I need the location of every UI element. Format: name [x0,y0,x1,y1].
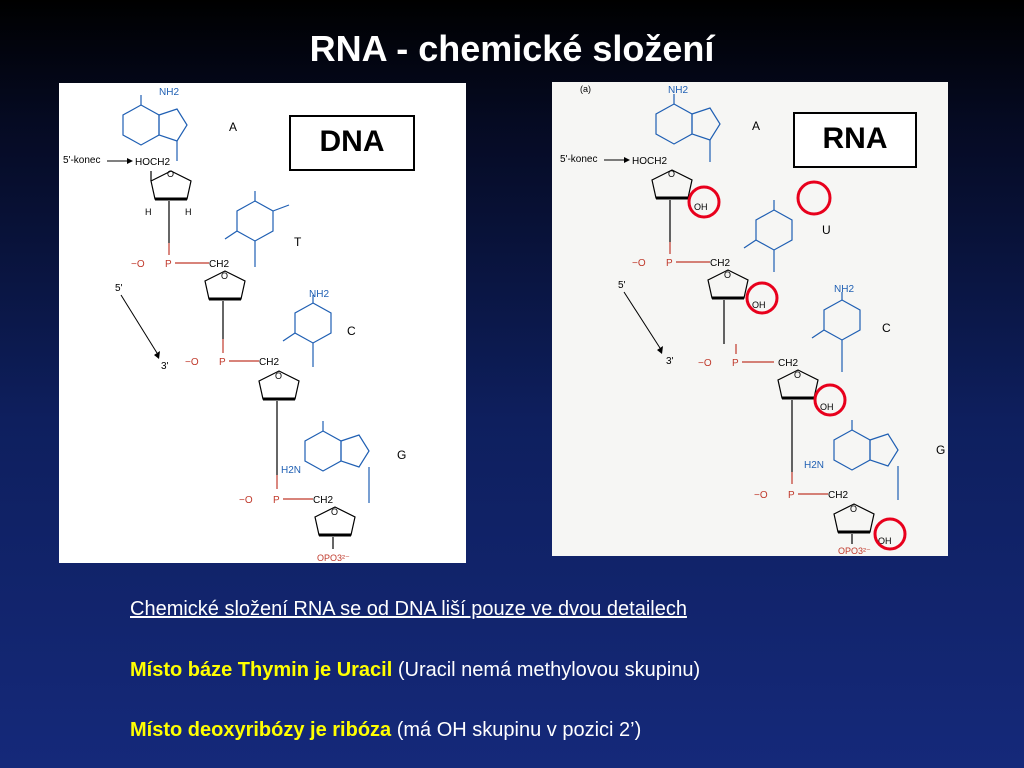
slide-title: RNA - chemické složení [309,28,715,69]
thymine-uracil-line: Místo báze Thymin je Uracil (Uracil nemá… [130,659,700,682]
svg-text:P: P [666,258,673,269]
svg-text:5': 5' [618,280,626,291]
svg-text:CH2: CH2 [778,358,798,369]
ribose-line: Místo deoxyribózy je ribóza (má OH skupi… [130,719,641,742]
svg-text:P: P [788,490,795,501]
ribose-sugar-4 [833,503,875,534]
svg-text:OH: OH [878,536,892,546]
thymine-base [224,191,290,242]
svg-text:CH2: CH2 [313,495,333,506]
svg-text:−O: −O [632,258,646,269]
phosphate-group-2: P −O [698,344,774,369]
svg-text:3': 3' [666,356,674,367]
svg-text:OH: OH [820,402,834,412]
svg-text:O: O [275,371,282,381]
deoxyribose-sugar-2 [204,270,246,301]
oh-highlight-circle-2 [745,281,779,315]
svg-text:OPO3²⁻: OPO3²⁻ [838,546,871,556]
svg-text:NH2: NH2 [309,289,329,300]
svg-text:NH2: NH2 [668,85,688,96]
hoch2-label: HOCH2 [135,157,170,168]
thymine-uracil-bold: Místo báze Thymin je Uracil [130,659,393,681]
phosphate-group-3: P −O [754,472,828,501]
oh-highlight-circle-1 [687,185,721,219]
ribose-sugar-1 [651,169,693,200]
cytosine-base [811,292,861,341]
figure-tag: (a) [580,84,591,94]
dna-structure-diagram: NH2 A 5'-konec HOCH2 O H H P −O [63,87,406,563]
deoxyribose-sugar-1 [150,170,192,201]
rna-structure-diagram: (a) NH2 A 5'-konec HOCH2 O OH P −O [560,84,945,556]
deoxyribose-sugar-4 [314,506,356,537]
deoxyribose-sugar-3 [258,370,300,401]
phosphate-group-3: P −O [239,475,313,506]
svg-text:NH2: NH2 [834,284,854,295]
opo3-label: OPO3²⁻ [317,553,350,563]
summary-line: Chemické složení RNA se od DNA liší pouz… [130,598,687,620]
svg-text:OH: OH [694,202,708,212]
svg-text:O: O [331,507,338,517]
phosphate-group-1: P −O [632,242,710,269]
rna-structure-panel: (a) NH2 A 5'-konec HOCH2 O OH P −O [552,82,948,556]
dna-label-box: DNA [289,115,415,171]
five-prime-end-label: 5'-konec [63,155,101,166]
svg-text:O: O [850,504,857,514]
ribose-sugar-3 [777,369,819,400]
oh-highlight-circle-4 [873,517,907,551]
cytosine-base [282,295,332,344]
svg-text:CH2: CH2 [209,259,229,270]
guanine-base [304,421,370,472]
methyl-absence-highlight-circle [796,180,832,216]
svg-text:P: P [219,357,226,368]
three-prime-label: 3' [161,361,169,372]
svg-text:−O: −O [131,259,145,270]
base-u-label: U [822,223,831,237]
svg-text:O: O [724,270,731,280]
svg-text:H2N: H2N [281,465,301,476]
svg-text:−O: −O [185,357,199,368]
svg-text:CH2: CH2 [710,258,730,269]
svg-text:P: P [732,358,739,369]
svg-text:P: P [165,259,172,270]
adenine-base [655,94,721,145]
svg-text:H2N: H2N [804,460,824,471]
svg-text:H: H [185,207,192,217]
svg-text:O: O [167,169,174,179]
uracil-base [743,200,793,251]
svg-text:H: H [145,207,152,217]
svg-text:O: O [221,271,228,281]
svg-text:CH2: CH2 [259,357,279,368]
five-prime-end-label: 5'-konec [560,154,598,165]
svg-text:CH2: CH2 [828,490,848,501]
nh2-label: NH2 [159,87,179,98]
svg-text:−O: −O [239,495,253,506]
phosphate-group-2: P −O [185,339,259,368]
thymine-uracil-detail: (Uracil nemá methylovou skupinu) [392,659,701,681]
base-t-label: T [294,235,302,249]
base-g-label: G [936,443,945,457]
svg-text:HOCH2: HOCH2 [632,156,667,167]
rna-label-box: RNA [793,112,917,168]
base-a-label: A [229,120,237,134]
base-c-label: C [882,321,891,335]
svg-text:O: O [794,370,801,380]
svg-text:O: O [668,169,675,179]
ribose-sugar-2 [707,269,749,300]
svg-text:−O: −O [698,358,712,369]
base-g-label: G [397,448,406,462]
five-prime-label: 5' [115,283,123,294]
phosphate-group-1: P −O [131,243,209,270]
ribose-detail: (má OH skupinu v pozici 2’) [391,719,642,741]
oh-highlight-circle-3 [813,383,847,417]
adenine-base [122,95,188,146]
svg-text:−O: −O [754,490,768,501]
base-c-label: C [347,324,356,338]
guanine-base [833,420,899,471]
base-a-label: A [752,119,760,133]
ribose-bold: Místo deoxyribózy je ribóza [130,719,392,741]
svg-text:OH: OH [752,300,766,310]
dna-structure-panel: NH2 A 5'-konec HOCH2 O H H P −O [59,83,466,563]
svg-text:P: P [273,495,280,506]
